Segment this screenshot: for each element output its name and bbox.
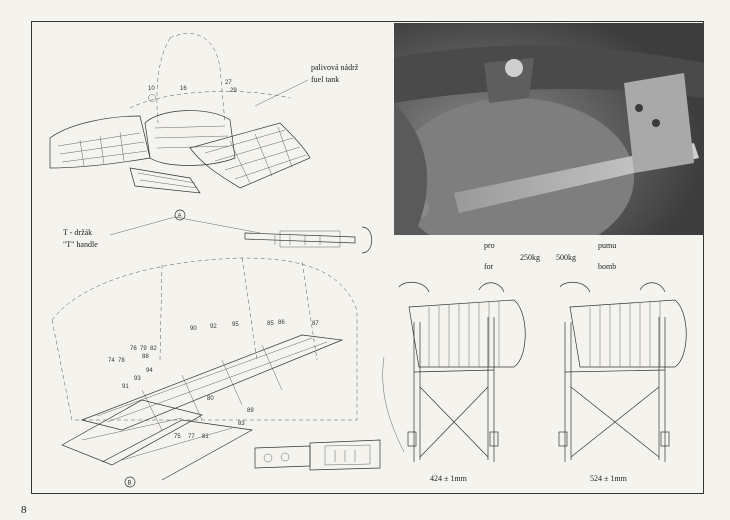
- t-handle-label-en: "T" handle: [63, 240, 98, 249]
- svg-text:75: 75: [174, 434, 181, 440]
- svg-text:91: 91: [122, 384, 129, 390]
- svg-text:87: 87: [312, 321, 319, 327]
- svg-text:77: 77: [188, 434, 195, 440]
- svg-text:74: 74: [108, 358, 115, 364]
- bomb-250-label: 250kg: [520, 253, 540, 262]
- bomb-rack-assembly: B 76 79 82 74 78 88 90 92 95 85 86 87 80…: [51, 257, 358, 488]
- svg-text:79: 79: [140, 346, 147, 352]
- svg-text:85: 85: [267, 321, 274, 327]
- bomb-label: bomb: [598, 262, 617, 271]
- rack-500kg: [558, 281, 687, 462]
- for-label: for: [484, 262, 494, 271]
- svg-text:78: 78: [118, 358, 125, 364]
- rack-250kg: [382, 281, 526, 462]
- bomb-500-label: 500kg: [556, 253, 576, 262]
- svg-text:10: 10: [148, 86, 155, 92]
- svg-text:90: 90: [190, 326, 197, 332]
- fuel-tank-label-en: fuel tank: [311, 75, 340, 84]
- photograph: [394, 23, 704, 235]
- lock-mechanism-detail: [254, 439, 381, 471]
- callout-a: A: [178, 214, 182, 220]
- svg-text:27: 27: [225, 80, 232, 86]
- svg-text:86: 86: [278, 320, 285, 326]
- svg-text:82: 82: [150, 346, 157, 352]
- pumu-label: pumu: [598, 241, 617, 250]
- svg-text:89: 89: [247, 408, 254, 414]
- t-handle-illustration: A: [109, 209, 373, 254]
- svg-text:76: 76: [130, 346, 137, 352]
- photograph-content: [394, 23, 704, 235]
- svg-text:92: 92: [210, 324, 217, 330]
- svg-text:95: 95: [232, 322, 239, 328]
- svg-text:94: 94: [146, 368, 153, 374]
- t-handle-label-cz: T - držák: [63, 228, 93, 237]
- callout-b: B: [128, 481, 132, 487]
- svg-text:83: 83: [238, 421, 245, 427]
- svg-text:29: 29: [230, 88, 237, 94]
- fuel-tank-label-cz: palivová nádrž: [311, 63, 359, 72]
- svg-text:16: 16: [180, 86, 187, 92]
- dim-424-label: 424 ± 1mm: [430, 474, 467, 483]
- svg-text:93: 93: [134, 376, 141, 382]
- fuel-tank-illustration: 10 16 27 29: [49, 33, 311, 194]
- dim-524-label: 524 ± 1mm: [590, 474, 627, 483]
- page-border: [31, 21, 704, 494]
- svg-text:88: 88: [142, 354, 149, 360]
- page-number: 8: [21, 504, 27, 516]
- svg-text:80: 80: [207, 396, 214, 402]
- pro-label: pro: [484, 241, 495, 250]
- svg-text:81: 81: [202, 434, 209, 440]
